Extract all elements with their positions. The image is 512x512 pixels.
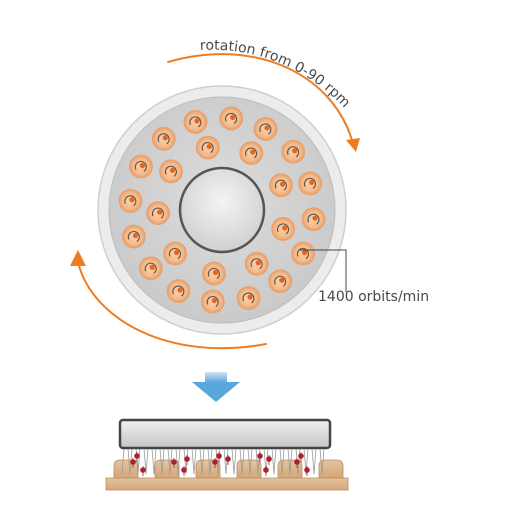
- orbits-label: 1400 orbits/min: [318, 289, 429, 305]
- particle: [184, 456, 190, 462]
- orbit-hole: [236, 286, 261, 310]
- orbit-hole: [271, 217, 296, 241]
- particle: [171, 459, 177, 465]
- particle: [181, 467, 187, 473]
- particle: [266, 456, 272, 462]
- orbit-hole: [253, 117, 278, 141]
- orbit-hole: [244, 251, 269, 276]
- orbit-hole: [301, 207, 326, 232]
- orbit-hole: [239, 141, 264, 165]
- tile: [318, 459, 344, 479]
- cross-section: [105, 418, 349, 491]
- down-arrow-icon: [192, 372, 240, 402]
- orbit-hole: [298, 171, 322, 196]
- particle: [130, 459, 136, 465]
- orbits-leader: [300, 249, 347, 292]
- particle: [304, 467, 310, 473]
- orbit-hole: [281, 139, 306, 164]
- orbiting-holes: [118, 106, 326, 314]
- particle: [225, 456, 231, 462]
- orbit-hole: [291, 241, 315, 266]
- rotation-arrow-bottom-head: [70, 250, 86, 266]
- particle: [212, 459, 218, 465]
- particle: [257, 453, 263, 459]
- orbits-leader-line: [300, 249, 347, 292]
- orbit-hole: [166, 279, 191, 303]
- orbit-hole: [129, 154, 153, 179]
- particle: [298, 453, 304, 459]
- orbit-hole: [195, 135, 220, 160]
- cross-section-plate: [118, 418, 332, 450]
- orbit-hole: [202, 261, 226, 286]
- particle: [140, 467, 146, 473]
- orbit-hole: [183, 110, 208, 134]
- orbit-hole: [200, 289, 225, 314]
- top-disk: [97, 85, 347, 335]
- orbit-hole: [146, 201, 170, 226]
- rotation-arrow-top-head: [346, 138, 360, 152]
- rotation-arrow-top: [167, 53, 353, 141]
- orbit-hole: [159, 159, 183, 184]
- particle: [263, 467, 269, 473]
- cross-section-particles: [130, 452, 310, 476]
- orbit-hole: [151, 126, 176, 151]
- cross-section-base: [105, 477, 349, 491]
- particle: [294, 459, 300, 465]
- particle: [134, 453, 140, 459]
- orbit-hole: [269, 173, 293, 198]
- particle: [216, 453, 222, 459]
- center-hub: [178, 166, 266, 254]
- orbit-hole: [138, 256, 163, 281]
- rotation-arrow-bottom: [77, 261, 267, 350]
- rotation-arrows: [70, 53, 360, 350]
- orbit-hole: [268, 269, 293, 294]
- orbit-hole: [219, 106, 244, 131]
- orbit-hole: [118, 188, 143, 213]
- orbit-hole: [163, 241, 187, 266]
- orbit-hole: [122, 224, 146, 249]
